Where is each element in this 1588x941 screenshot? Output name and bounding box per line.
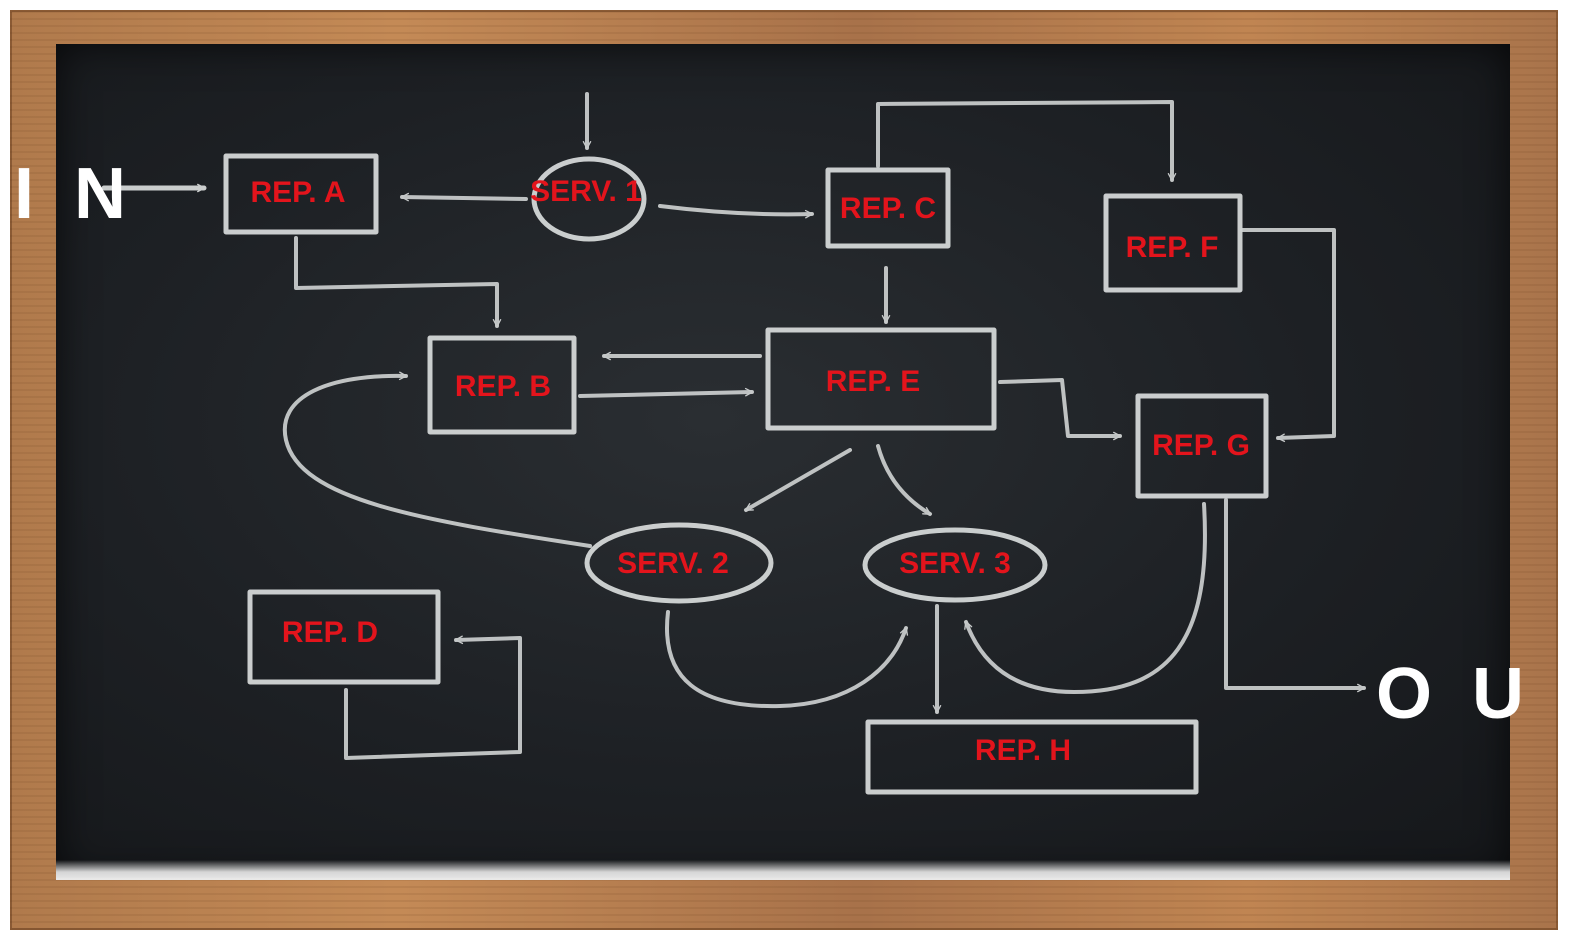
edge-rep-e-to-serv-3 [876,444,932,516]
serv-1-label: SERV. 1 [530,175,642,208]
edge-rep-e-to-rep-g [998,378,1122,436]
rep-e-label: REP. E [826,365,921,398]
edge-rep-d-self-loop [344,638,522,760]
rep-f-label: REP. F [1126,231,1219,264]
edge-rep-g-to-serv-3 [964,502,1207,694]
node-rep-b: REP. B [427,335,577,435]
edge-serv-2-to-serv-3 [665,610,906,709]
input-label: I N [14,154,136,234]
node-rep-d: REP. D [247,589,441,685]
edge-rep-a-to-rep-b [294,236,497,328]
node-rep-c: REP. C [825,167,951,249]
node-rep-e: REP. E [765,327,997,431]
edge-serv-2-to-rep-b [282,376,592,548]
edge-serv-1-to-rep-c [658,204,814,214]
node-rep-h: REP. H [865,719,1199,795]
edge-rep-f-to-rep-g [1240,228,1336,438]
serv-2-label: SERV. 2 [617,547,729,580]
chalk-tray-dust [56,860,1510,880]
edge-rep-g-to-out [1224,498,1366,688]
edge-rep-b-to-rep-e [578,392,754,398]
node-serv-2: SERV. 2 [584,522,774,604]
edge-rep-c-to-rep-f [876,100,1172,182]
rep-d-label: REP. D [282,616,378,649]
serv-3-label: SERV. 3 [899,547,1011,580]
rep-g-label: REP. G [1152,429,1250,462]
node-rep-g: REP. G [1135,393,1269,499]
node-rep-a: REP. A [223,153,379,235]
node-rep-f: REP. F [1103,193,1243,293]
rep-c-label: REP. C [840,192,936,225]
edge-serv-1-to-rep-a [400,197,528,199]
rep-h-label: REP. H [975,734,1071,767]
rep-a-label: REP. A [250,176,345,209]
node-serv-3: SERV. 3 [862,527,1048,603]
output-label: O U T [1376,654,1588,734]
edge-rep-e-to-serv-2 [744,448,852,512]
rep-b-label: REP. B [455,370,551,403]
node-serv-1: SERV. 1 [530,156,647,242]
